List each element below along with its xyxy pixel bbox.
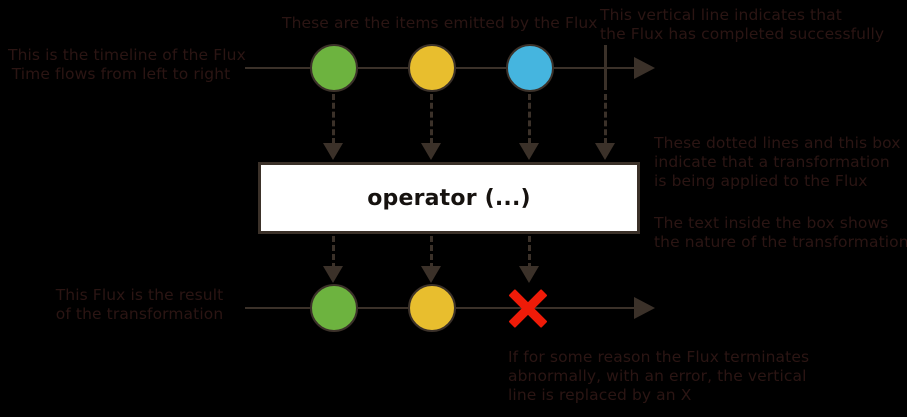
completion-line xyxy=(604,45,607,90)
connector-line-in-2 xyxy=(430,94,433,144)
connector-line-out-1 xyxy=(332,236,335,269)
operator-label: operator (...) xyxy=(367,185,531,211)
connector-arrow-in-1 xyxy=(323,143,343,160)
source-marble-blue xyxy=(506,44,554,92)
annotation-error-note: If for some reason the Flux terminates a… xyxy=(508,348,810,404)
connector-arrow-in-2 xyxy=(421,143,441,160)
error-x-icon xyxy=(505,285,551,331)
connector-arrow-out-2 xyxy=(421,266,441,283)
annotation-completion: This vertical line indicates that the Fl… xyxy=(600,6,885,43)
connector-arrow-out-3 xyxy=(519,266,539,283)
connector-line-in-1 xyxy=(332,94,335,144)
connector-line-out-2 xyxy=(430,236,433,269)
result-timeline-arrowhead xyxy=(634,297,655,319)
connector-line-out-3 xyxy=(528,236,531,269)
annotation-transformation: These dotted lines and this box indicate… xyxy=(654,134,901,190)
result-marble-yellow xyxy=(408,284,456,332)
annotation-items-emitted: These are the items emitted by the Flux xyxy=(282,14,598,32)
annotation-result-flux: This Flux is the result of the transform… xyxy=(55,286,224,323)
annotation-timeline-left: This is the timeline of the Flux Time fl… xyxy=(8,46,246,83)
source-marble-yellow xyxy=(408,44,456,92)
source-timeline-arrowhead xyxy=(634,57,655,79)
result-marble-green xyxy=(310,284,358,332)
operator-box[interactable]: operator (...) xyxy=(258,162,640,234)
connector-line-in-3 xyxy=(528,94,531,144)
connector-arrow-out-1 xyxy=(323,266,343,283)
connector-line-in-4 xyxy=(604,94,607,144)
source-marble-green xyxy=(310,44,358,92)
connector-arrow-in-3 xyxy=(519,143,539,160)
connector-arrow-in-4 xyxy=(595,143,615,160)
annotation-box-text-meaning: The text inside the box shows the nature… xyxy=(654,214,907,251)
